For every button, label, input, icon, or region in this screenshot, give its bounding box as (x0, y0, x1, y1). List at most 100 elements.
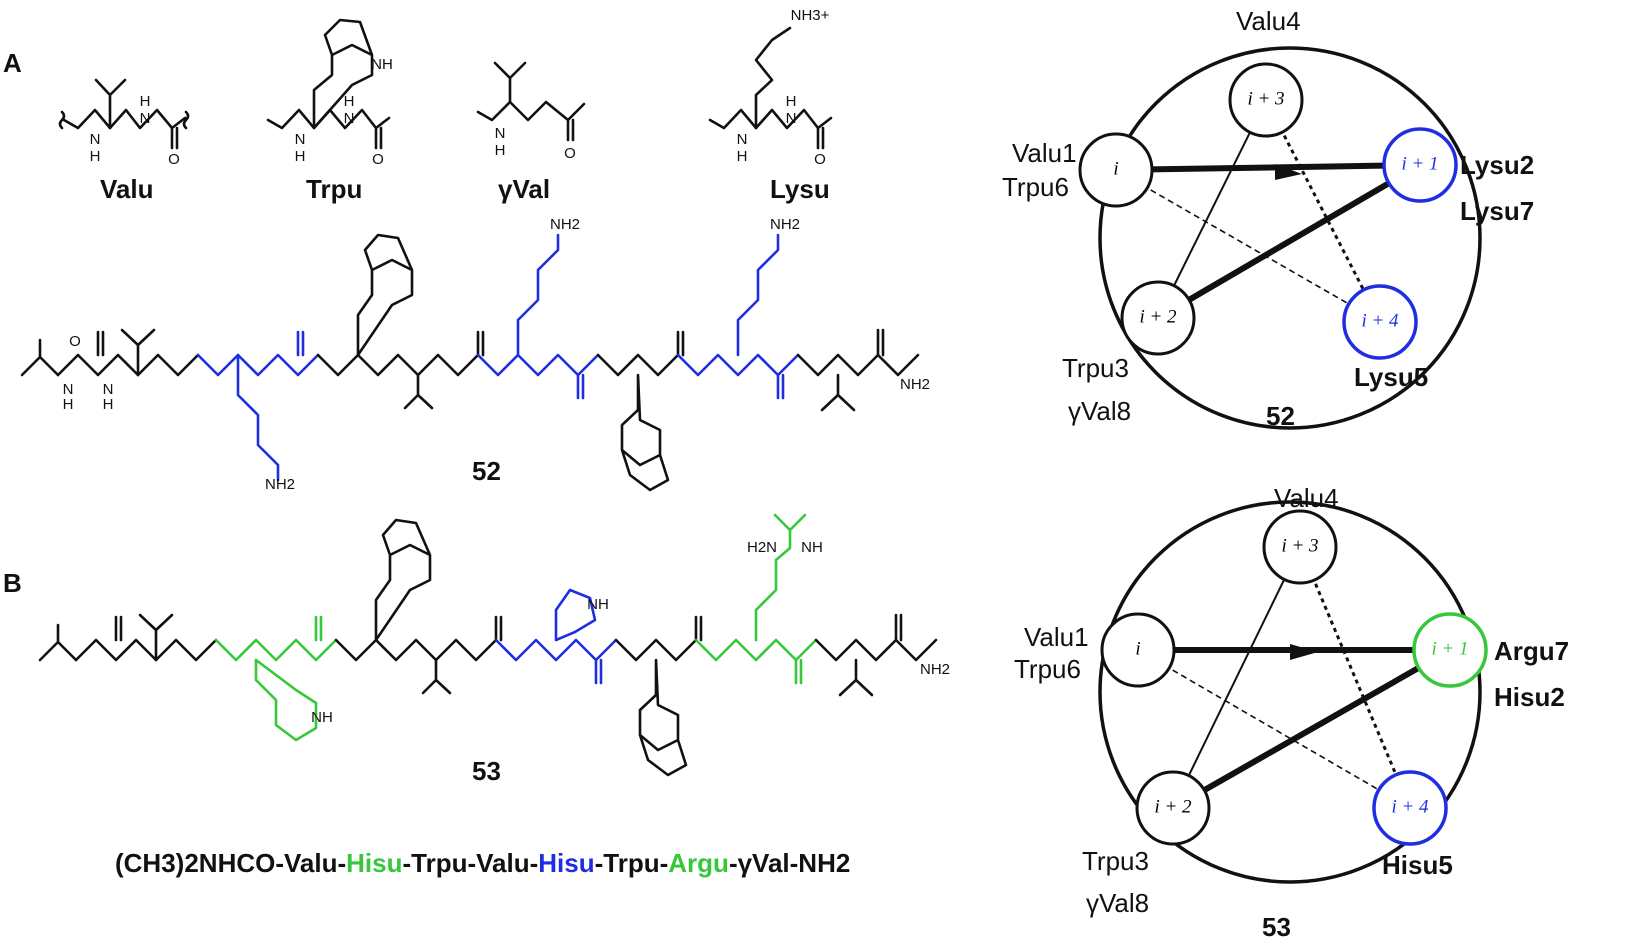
atom-label: O (564, 145, 576, 162)
residue-label: γVal8 (1086, 888, 1149, 918)
residue-label: Valu1 (1012, 138, 1077, 168)
panel-label-b: B (3, 568, 22, 598)
wheel-link (1172, 546, 1301, 809)
position-label: i + 2 (1139, 306, 1177, 327)
position-circle-i (1078, 132, 1154, 208)
position-label: i + 1 (1401, 153, 1438, 174)
wheel-link (1298, 546, 1412, 809)
position-label: i + 4 (1361, 310, 1399, 331)
helical-wheel-53: i + 3 i i + 1 i + 2 i + 4 Valu4 Valu1 Tr… (1014, 483, 1569, 942)
monomer-trpu-structure: N H NH H N O (266, 18, 393, 168)
atom-label: H (344, 93, 355, 110)
position-circle-i (1100, 612, 1176, 688)
atom-label: H (90, 148, 101, 165)
atom-label-nh2: NH2 (770, 216, 800, 233)
residue-label: Hisu2 (1494, 682, 1565, 712)
atom-label-nh2: NH2 (265, 476, 295, 493)
residue-label: Lysu2 (1460, 150, 1534, 180)
atom-label: H (63, 396, 74, 413)
atom-label: N (344, 110, 355, 127)
atom-label-nh: NH (801, 539, 823, 556)
monomer-valu-structure: N H H N O (58, 78, 190, 168)
sequence-his-1: Hisu (346, 848, 402, 878)
oligomer-52-structure: O N H N H NH2 NH2 NH2 NH2 (20, 216, 930, 493)
atom-label: H (495, 142, 506, 159)
monomer-lysu-structure: NH3+ N H H N O (708, 7, 833, 168)
atom-label: N (495, 125, 506, 142)
panel-label-a: A (3, 48, 22, 78)
atom-label: N (295, 131, 306, 148)
position-label: i + 1 (1431, 638, 1468, 659)
position-label: i + 2 (1154, 796, 1192, 817)
residue-label: Lysu5 (1354, 362, 1428, 392)
sequence-his-2: Hisu (538, 848, 594, 878)
position-circle-i1 (1382, 127, 1458, 203)
position-label: i + 3 (1247, 88, 1284, 109)
wheel-link (1156, 162, 1422, 321)
atom-label: H (103, 396, 114, 413)
residue-label: Valu4 (1236, 6, 1301, 36)
residue-label: Trpu6 (1002, 172, 1069, 202)
atom-label: H (295, 148, 306, 165)
monomer-gval-structure: N H O (476, 61, 586, 162)
arrow-head (1290, 644, 1318, 660)
atom-label: O (372, 151, 384, 168)
atom-label-h2n: H2N (747, 539, 777, 556)
sequence-arg: Argu (668, 848, 729, 878)
atom-label: NH2 (900, 376, 930, 393)
wheel-link (1115, 169, 1381, 323)
residue-label: Trpu6 (1014, 654, 1081, 684)
compound-label-52: 52 (472, 456, 501, 486)
wheel-arrow (1115, 162, 1421, 173)
monomer-label-trpu: Trpu (306, 174, 362, 204)
atom-label: O (168, 151, 180, 168)
wheel-compound-label: 53 (1262, 912, 1291, 942)
atom-label: N (90, 131, 101, 148)
residue-label: Lysu7 (1460, 196, 1534, 226)
residue-label: γVal8 (1068, 396, 1131, 426)
position-circle-i3 (1262, 509, 1338, 585)
atom-label: NH (371, 56, 393, 73)
wheel-link (1157, 99, 1267, 319)
wheel-compound-label: 52 (1266, 401, 1295, 431)
helical-wheel-52: i + 3 i i + 1 i + 2 i + 4 Valu4 Valu1 Tr… (1002, 6, 1534, 431)
sequence-part: -Trpu- (595, 848, 669, 878)
sequence-part: -Trpu-Valu- (402, 848, 538, 878)
wheel-link (1137, 649, 1411, 809)
atom-label: N (103, 381, 114, 398)
wheel-link (1171, 647, 1452, 811)
position-circle-i2 (1135, 770, 1211, 846)
monomer-label-valu: Valu (100, 174, 153, 204)
oligomer-53-structure: NH2 H2N NH NH NH (38, 513, 950, 777)
compound-label-53: 53 (472, 756, 501, 786)
atom-label: N (63, 381, 74, 398)
atom-label: NH3+ (791, 7, 830, 24)
monomer-label-gval: γVal (498, 174, 550, 204)
atom-label: H (737, 148, 748, 165)
atom-label-nh: NH (587, 596, 609, 613)
atom-label: O (814, 151, 826, 168)
atom-label: H (786, 93, 797, 110)
atom-label: NH2 (920, 661, 950, 678)
wheel-rim (1098, 500, 1482, 884)
wheel-link (1264, 99, 1382, 323)
atom-label-nh2: NH2 (550, 216, 580, 233)
residue-label: Trpu3 (1082, 846, 1149, 876)
atom-label: N (140, 110, 151, 127)
residue-label: Hisu5 (1382, 850, 1453, 880)
residue-label: Trpu3 (1062, 353, 1129, 383)
atom-label: N (737, 131, 748, 148)
sequence-line: (CH3)2NHCO-Valu-Hisu-Trpu-Valu-Hisu-Trpu… (115, 848, 850, 878)
arrow-head (1275, 164, 1302, 180)
position-circle-i3 (1228, 62, 1304, 138)
residue-label: Valu1 (1024, 622, 1089, 652)
position-label: i + 4 (1391, 796, 1429, 817)
position-label: i + 3 (1281, 535, 1318, 556)
atom-label: N (786, 110, 797, 127)
wheel-rim (1098, 46, 1482, 430)
sequence-part: (CH3)2NHCO-Valu- (115, 848, 346, 878)
residue-label: Argu7 (1494, 636, 1569, 666)
atom-label-nh: NH (311, 709, 333, 726)
